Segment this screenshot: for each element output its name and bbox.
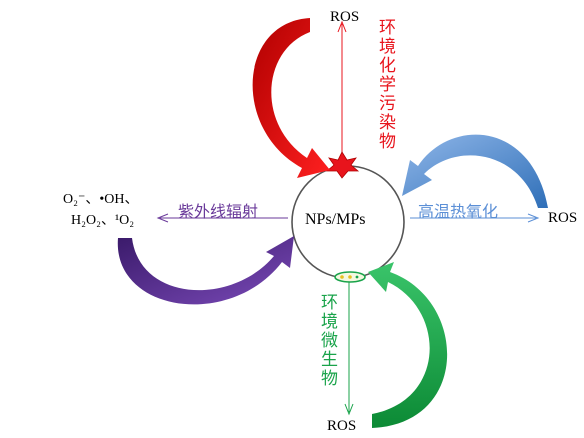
ros-top-label: ROS	[330, 9, 360, 25]
arrow-down-to-ros	[344, 280, 354, 416]
ros-bottom-label: ROS	[327, 418, 357, 434]
arrow-left-to-species	[156, 213, 288, 223]
curved-arrow-blue	[402, 134, 548, 208]
arrow-right-to-ros	[410, 213, 540, 223]
factor-uv-radiation: 紫外线辐射	[178, 202, 259, 221]
species-line-1: O₂⁻、•OH、	[63, 192, 139, 207]
center-label: NPs/MPs	[305, 211, 366, 228]
curved-arrow-red	[252, 18, 330, 178]
microbe-icon	[334, 271, 366, 283]
arrow-up-to-ros	[337, 20, 347, 162]
curved-arrow-purple	[117, 236, 295, 305]
factor-microorganisms: 环境微生物	[317, 293, 337, 388]
pollutant-star-icon	[325, 151, 360, 179]
curved-arrow-green	[368, 262, 448, 428]
factor-thermal-oxidation: 高温热氧化	[418, 202, 499, 221]
factor-chemical-pollutants: 环境化学污染物	[375, 18, 395, 151]
ros-right-label: ROS	[548, 210, 578, 226]
species-line-2: H₂O₂、¹O₂	[71, 213, 135, 228]
